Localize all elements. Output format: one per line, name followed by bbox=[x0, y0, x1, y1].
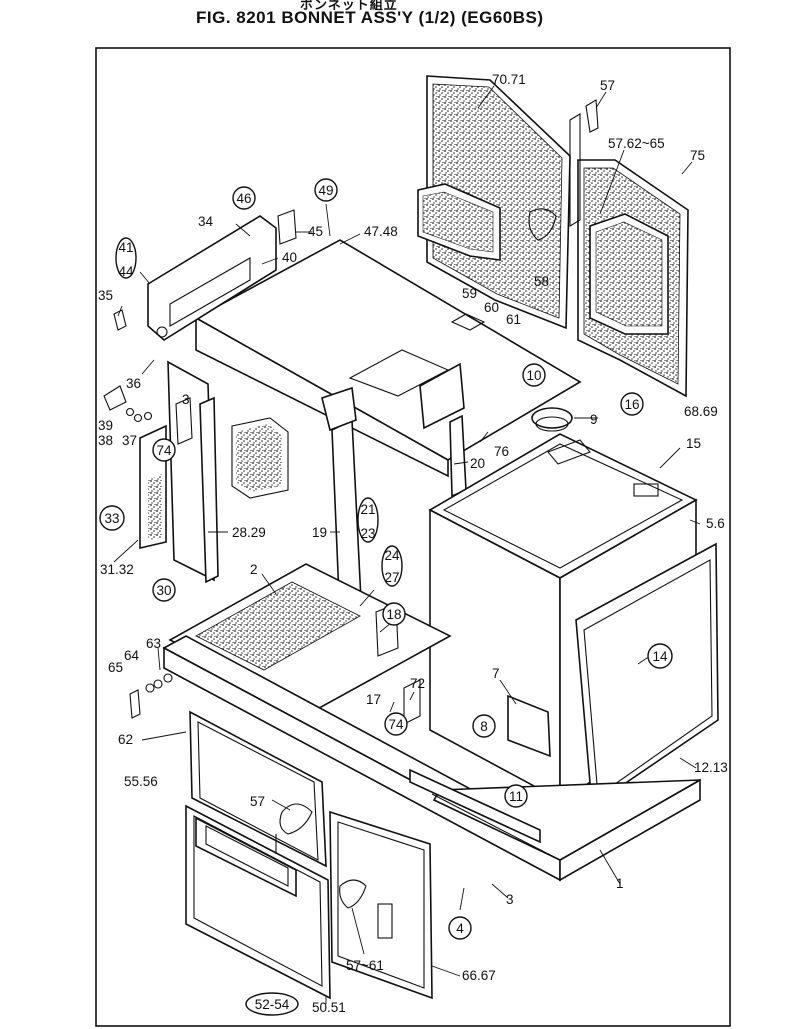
callout-36: 36 bbox=[126, 376, 141, 391]
callout-12-13: 12.13 bbox=[694, 760, 728, 775]
insulation-panel-68-69 bbox=[577, 159, 689, 398]
handle-57 bbox=[275, 803, 313, 854]
callout-20: 20 bbox=[470, 456, 485, 471]
callout-3-top: 3 bbox=[182, 392, 190, 407]
callout-5-6: 5.6 bbox=[706, 516, 725, 531]
callout-17: 17 bbox=[366, 692, 381, 707]
callout-10: 10 bbox=[526, 368, 541, 383]
callout-40: 40 bbox=[282, 250, 297, 265]
callout-11: 11 bbox=[509, 789, 523, 804]
callout-57-lower: 57 bbox=[250, 794, 265, 809]
bracket-72 bbox=[403, 679, 421, 725]
side-panel-28-29 bbox=[167, 360, 289, 584]
callout-23: 23 bbox=[360, 526, 375, 541]
callout-3-bottom: 3 bbox=[506, 892, 514, 907]
callout-39: 39 bbox=[98, 418, 113, 433]
callout-61: 61 bbox=[506, 312, 521, 327]
callout-16: 16 bbox=[624, 397, 639, 412]
support-post-20 bbox=[419, 362, 467, 498]
callout-14: 14 bbox=[652, 649, 668, 664]
title-japanese: ボンネット組立 bbox=[300, 0, 398, 12]
handle-57-61 bbox=[339, 879, 367, 909]
callout-65: 65 bbox=[108, 660, 123, 675]
callout-74-lower: 74 bbox=[388, 717, 404, 732]
callout-63: 63 bbox=[146, 636, 161, 651]
callout-45: 45 bbox=[308, 224, 323, 239]
callout-labels: 70.71 57 57.62~65 75 58 59 60 61 68.69 4… bbox=[98, 72, 728, 1015]
callout-76: 76 bbox=[494, 444, 509, 459]
callout-52-54: 52-54 bbox=[255, 997, 290, 1012]
callout-57: 57 bbox=[600, 78, 615, 93]
roof-panel-47-48 bbox=[194, 239, 582, 478]
callout-28-29: 28.29 bbox=[232, 525, 266, 540]
callout-35: 35 bbox=[98, 288, 113, 303]
callout-15: 15 bbox=[686, 436, 701, 451]
base-frame-1 bbox=[162, 635, 701, 882]
callout-34: 34 bbox=[198, 214, 214, 229]
callout-38: 38 bbox=[98, 433, 113, 448]
callout-70-71: 70.71 bbox=[492, 72, 526, 87]
hardware-35-39 bbox=[103, 309, 153, 423]
figure-frame bbox=[95, 47, 731, 1027]
callout-21: 21 bbox=[360, 502, 375, 517]
fan-shroud-9 bbox=[531, 407, 573, 429]
callout-58: 58 bbox=[534, 274, 549, 289]
part-45 bbox=[277, 209, 297, 245]
side-door-panel-14 bbox=[575, 542, 719, 808]
callout-41: 41 bbox=[118, 240, 133, 255]
callout-markers bbox=[99, 178, 673, 1016]
callout-44: 44 bbox=[118, 264, 134, 279]
callout-57-61: 57~61 bbox=[346, 958, 384, 973]
leader-lines bbox=[113, 85, 701, 1004]
callout-4: 4 bbox=[456, 921, 464, 936]
callout-19: 19 bbox=[312, 525, 327, 540]
callout-62: 62 bbox=[118, 732, 133, 747]
callout-33: 33 bbox=[104, 511, 119, 526]
callout-66-67: 66.67 bbox=[462, 968, 496, 983]
callout-47-48: 47.48 bbox=[364, 224, 398, 239]
callout-7: 7 bbox=[492, 666, 500, 681]
callout-8: 8 bbox=[480, 719, 488, 734]
callout-37: 37 bbox=[122, 433, 137, 448]
callout-75: 75 bbox=[690, 148, 705, 163]
figure-title: FIG. 8201 BONNET ASS'Y (1/2) (EG60BS) bbox=[196, 8, 544, 27]
callout-2: 2 bbox=[250, 562, 258, 577]
callout-74-upper: 74 bbox=[156, 443, 172, 458]
end-panel-34 bbox=[147, 215, 277, 341]
callout-1: 1 bbox=[616, 876, 624, 891]
side-door-66-67 bbox=[329, 810, 433, 1000]
front-door-50-51 bbox=[185, 804, 331, 1000]
callout-46: 46 bbox=[236, 191, 251, 206]
callout-64: 64 bbox=[124, 648, 140, 663]
callout-59: 59 bbox=[462, 286, 477, 301]
callout-24: 24 bbox=[384, 548, 400, 563]
part-3-top bbox=[175, 397, 193, 445]
hardware-62-65 bbox=[129, 673, 173, 719]
callout-49: 49 bbox=[318, 183, 333, 198]
callout-55-56: 55.56 bbox=[124, 774, 158, 789]
front-door-55-56 bbox=[189, 710, 327, 868]
callout-68-69: 68.69 bbox=[684, 404, 718, 419]
callout-31-32: 31.32 bbox=[100, 562, 134, 577]
callout-27: 27 bbox=[384, 570, 399, 585]
callout-57-62-65: 57.62~65 bbox=[608, 136, 665, 151]
callout-18: 18 bbox=[386, 607, 401, 622]
latch-7-8 bbox=[507, 694, 551, 758]
callout-50-51: 50.51 bbox=[312, 1000, 346, 1015]
callout-60: 60 bbox=[484, 300, 499, 315]
callout-30: 30 bbox=[156, 583, 171, 598]
callout-9: 9 bbox=[590, 412, 598, 427]
insulation-panel-70-71 bbox=[417, 75, 571, 330]
callout-72: 72 bbox=[410, 676, 425, 691]
